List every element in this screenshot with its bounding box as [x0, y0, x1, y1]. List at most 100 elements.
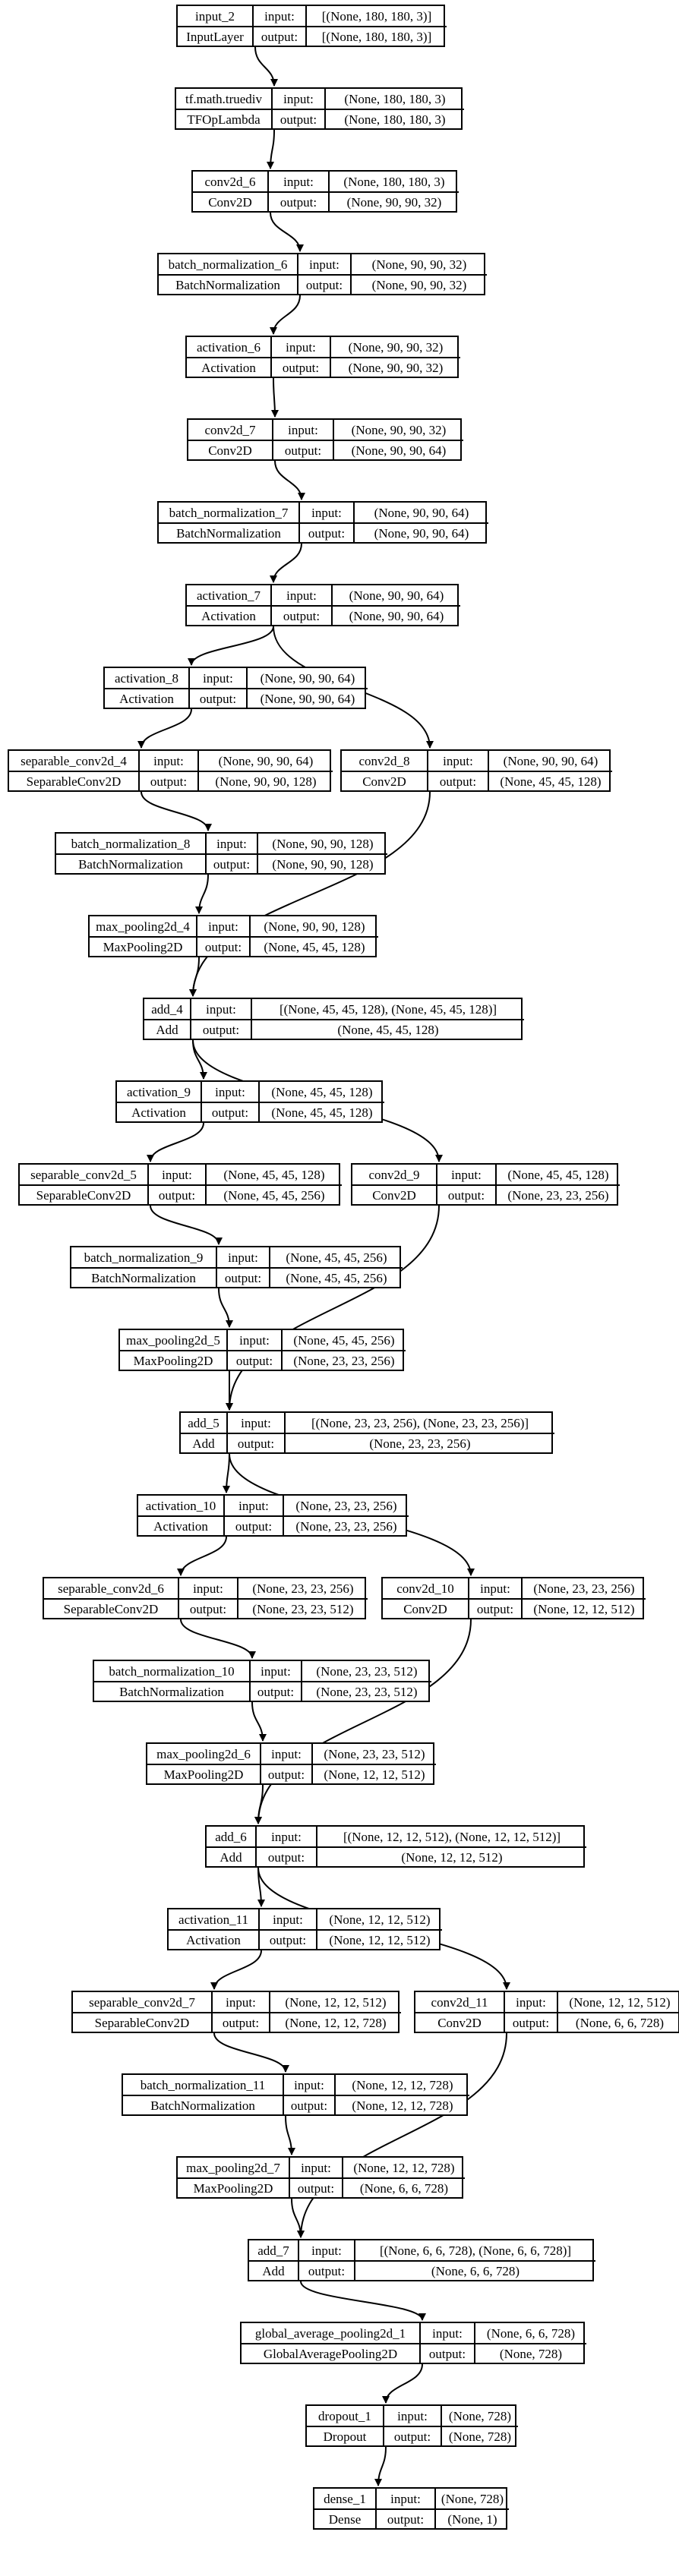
output-shape: (None, 90, 90, 128) — [197, 771, 333, 790]
output-port-label: output: — [298, 522, 353, 542]
output-port-label: output: — [383, 2426, 441, 2445]
layer-name: batch_normalization_8 — [71, 836, 191, 851]
layer-name: input_2 — [195, 8, 235, 24]
layer-type: Activation — [105, 688, 188, 708]
edge-activation-6-to-conv2d-7 — [270, 377, 279, 418]
input-port-label: input: — [375, 2489, 434, 2508]
output-port-label: output: — [436, 1184, 495, 1204]
layer-type: Conv2D — [193, 191, 267, 211]
output-shape: (None, 45, 45, 256) — [205, 1184, 342, 1204]
input-port-label: input: — [270, 337, 330, 357]
edge-batch-normalization-8-to-max-pooling2d-4 — [195, 874, 209, 914]
output-shape: (None, 90, 90, 64) — [333, 440, 463, 459]
input-port-label: input: — [298, 503, 353, 522]
layer-name: dense_1 — [324, 2491, 366, 2506]
output-shape: (None, 90, 90, 32) — [350, 274, 487, 294]
input-shape: (None, 12, 12, 512) — [269, 1992, 401, 2012]
layer-type: Add — [207, 1846, 255, 1866]
input-port-label: input: — [271, 89, 324, 109]
edge-conv2d-6-to-batch-normalization-6 — [270, 212, 304, 252]
edge-separable-conv2d-4-to-batch-normalization-8 — [141, 791, 212, 831]
output-port-label: output: — [147, 1184, 205, 1204]
edge-activation-9-to-separable-conv2d-5 — [147, 1122, 204, 1162]
output-shape: (None, 728) — [474, 2343, 586, 2363]
output-shape: (None, 12, 12, 512) — [316, 1846, 586, 1866]
edge-add-5-to-activation-10 — [223, 1453, 231, 1493]
output-shape: (None, 90, 90, 64) — [331, 605, 460, 625]
output-port-label: output: — [504, 2012, 557, 2032]
layer-type: Conv2D — [415, 2012, 504, 2032]
input-port-label: input: — [216, 1247, 269, 1267]
input-shape: (None, 90, 90, 64) — [197, 751, 333, 771]
layer-name: add_6 — [215, 1829, 247, 1844]
layer-name: separable_conv2d_5 — [30, 1167, 137, 1182]
layer-type: MaxPooling2D — [147, 1764, 260, 1783]
layer-name: add_5 — [188, 1415, 219, 1430]
layer-name: add_4 — [151, 1001, 183, 1017]
input-port-label: input: — [190, 999, 251, 1019]
layer-type: Conv2D — [342, 771, 427, 790]
edge-batch-normalization-9-to-max-pooling2d-5 — [218, 1288, 233, 1328]
layer-type: MaxPooling2D — [178, 2177, 289, 2197]
input-port-label: input: — [298, 2240, 354, 2260]
output-shape: (None, 12, 12, 512) — [311, 1764, 436, 1783]
layer-name: tf.math.truediv — [185, 91, 263, 106]
layer-type: Activation — [169, 1929, 258, 1949]
edge-dropout-1-to-dense-1 — [374, 2446, 387, 2486]
output-port-label: output: — [468, 1598, 521, 1618]
layer-name: conv2d_7 — [204, 422, 256, 437]
output-port-label: output: — [270, 605, 331, 625]
input-port-label: input: — [178, 1578, 237, 1598]
input-port-label: input: — [252, 6, 305, 26]
input-port-label: input: — [297, 254, 350, 274]
input-port-label: input: — [272, 420, 333, 440]
input-shape: (None, 6, 6, 728) — [474, 2323, 586, 2343]
layer-name: conv2d_6 — [204, 174, 256, 189]
output-port-label: output: — [289, 2177, 342, 2197]
output-port-label: output: — [419, 2343, 474, 2363]
output-shape: (None, 23, 23, 512) — [237, 1598, 368, 1618]
input-shape: (None, 45, 45, 128) — [258, 1082, 384, 1102]
layer-name: conv2d_8 — [358, 753, 410, 768]
output-shape: (None, 1) — [434, 2508, 509, 2528]
layer-type: Add — [181, 1433, 226, 1452]
input-port-label: input: — [223, 1496, 283, 1515]
output-shape: (None, 45, 45, 128) — [488, 771, 612, 790]
input-port-label: input: — [267, 172, 328, 191]
output-port-label: output: — [216, 1267, 269, 1287]
input-shape: (None, 90, 90, 64) — [488, 751, 612, 771]
layer-type: InputLayer — [178, 26, 252, 46]
input-shape: (None, 45, 45, 128) — [205, 1165, 342, 1184]
layer-name: batch_normalization_9 — [84, 1250, 204, 1265]
layer-type: Conv2D — [352, 1184, 436, 1204]
output-shape: (None, 12, 12, 512) — [521, 1598, 646, 1618]
output-port-label: output: — [258, 1929, 316, 1949]
edge-separable-conv2d-7-to-batch-normalization-11 — [213, 2032, 289, 2073]
layer-type: GlobalAveragePooling2D — [242, 2343, 419, 2363]
layer-type: Dropout — [307, 2426, 383, 2445]
output-port-label: output: — [188, 688, 246, 708]
layer-type: Activation — [117, 1102, 201, 1121]
edge-separable-conv2d-5-to-batch-normalization-9 — [150, 1205, 223, 1245]
layer-name: max_pooling2d_6 — [156, 1746, 251, 1761]
output-shape: (None, 45, 45, 128) — [249, 936, 378, 956]
layer-type: BatchNormalization — [159, 274, 297, 294]
edge-tf-math-truediv-to-conv2d-6 — [267, 129, 275, 169]
layer-type: SeparableConv2D — [20, 1184, 147, 1204]
input-port-label: input: — [249, 1661, 301, 1681]
